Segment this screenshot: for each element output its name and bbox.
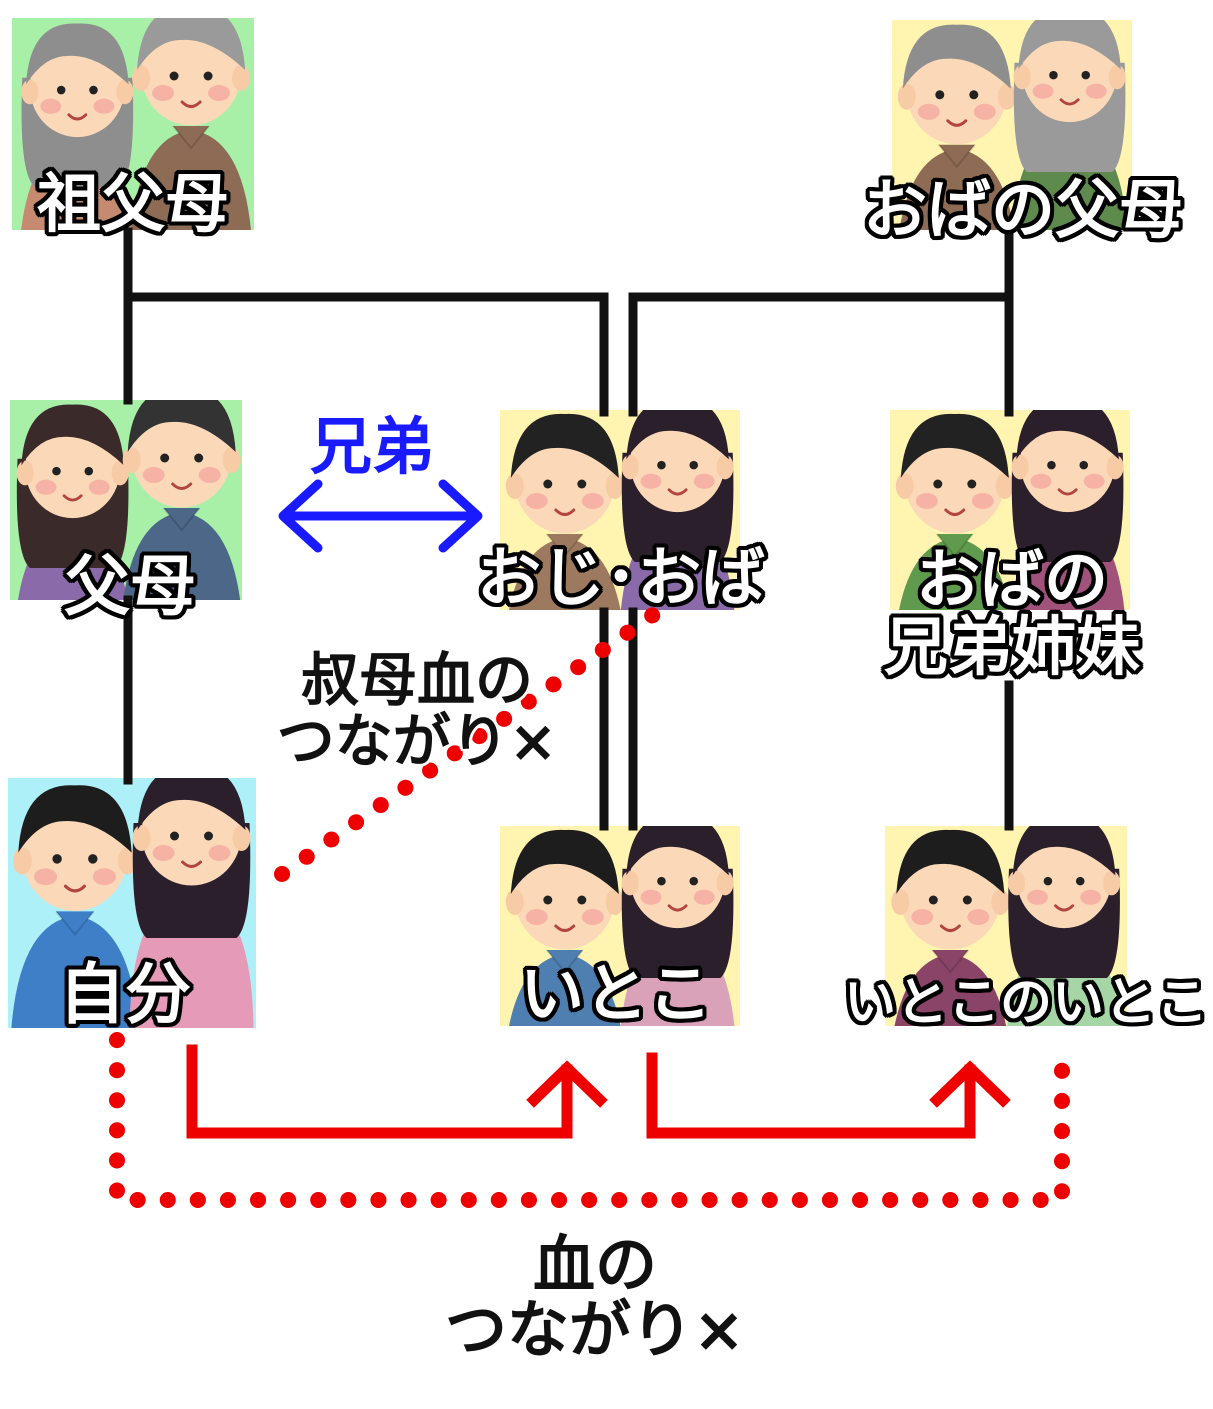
- aunt-no-blood-line1: 叔母血の: [300, 646, 533, 714]
- aunt-no-blood-annotation: 叔母血の つながり×: [262, 650, 572, 772]
- people-figures: [8, 18, 1132, 1028]
- aunt-parents-to-aunt-line: [628, 227, 1014, 417]
- cousin-of-cousin-label: いとこのいとこ: [843, 973, 1208, 1033]
- no-blood-annotation: 血の つながり×: [440, 1232, 750, 1362]
- grandparents-label: 祖父母: [37, 168, 229, 242]
- sibling-arrow: [278, 479, 483, 553]
- tree-lines: [123, 227, 1014, 831]
- cousin-to-cousin-of-cousin-arrow: [646, 1052, 976, 1139]
- red-relation-arrows: [186, 1044, 1011, 1139]
- aunt-siblings-line2: 兄弟姉妹: [884, 611, 1140, 686]
- cousin-label: いとこ: [520, 958, 712, 1032]
- red-dotted-lines: [109, 602, 1070, 1208]
- parents-label: 父母: [64, 548, 196, 625]
- no-blood-link-self-aunt: [274, 602, 668, 882]
- self-to-cousin-arrow: [186, 1044, 573, 1139]
- aunt-siblings-line1: おばの: [916, 544, 1108, 618]
- aunt-parents-label: おばの父母: [863, 174, 1183, 248]
- uncle-aunt-label: おじ･おば: [477, 542, 765, 616]
- self-label: 自分: [59, 956, 191, 1033]
- aunt-siblings-label: おばの 兄弟姉妹: [862, 544, 1162, 686]
- no-blood-line2: つながり×: [445, 1293, 745, 1367]
- no-blood-link-self-cousin-of-cousin: [109, 1032, 1070, 1208]
- no-blood-line1: 血の: [532, 1228, 657, 1301]
- grandparents-to-uncle-line: [123, 292, 609, 417]
- aunt-no-blood-line2: つながり×: [276, 706, 558, 775]
- siblings-annotation: 兄弟: [310, 410, 435, 483]
